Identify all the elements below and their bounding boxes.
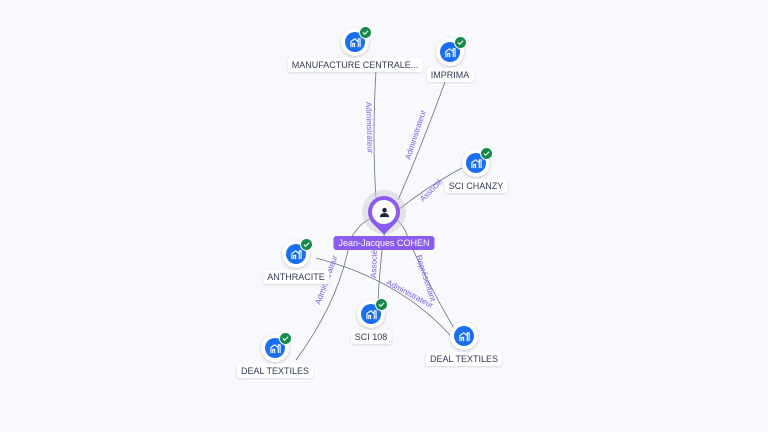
person-icon <box>372 200 396 224</box>
edge-label: Administrateur <box>403 108 428 160</box>
building-icon <box>454 326 474 346</box>
edge-label: Associé <box>369 249 379 278</box>
node-label: IMPRIMA <box>426 68 474 82</box>
person-label: Jean-Jacques COHEN <box>333 236 435 250</box>
node-label: SCI 108 <box>350 330 392 344</box>
node-label: MANUFACTURE CENTRALE... <box>287 58 423 72</box>
node-label: DEAL TEXTILES <box>236 364 314 378</box>
edge-line <box>397 81 446 201</box>
node-label: DEAL TEXTILES <box>425 352 503 366</box>
edge-label: Administrateur <box>364 102 375 154</box>
verified-check-icon <box>279 332 292 345</box>
edge-label: Associé <box>418 177 445 204</box>
node-label: ANTHRACITE <box>263 270 329 284</box>
node-circle <box>450 322 478 350</box>
node-label: SCI CHANZY <box>444 179 508 193</box>
edge-line <box>315 257 451 336</box>
verified-check-icon <box>375 298 388 311</box>
verified-check-icon <box>454 36 467 49</box>
edge-line <box>373 69 377 199</box>
edge-line <box>377 229 386 303</box>
verified-check-icon <box>359 26 372 39</box>
edge-line <box>295 217 373 361</box>
verified-check-icon <box>480 147 493 160</box>
edge-line <box>394 217 456 331</box>
verified-check-icon <box>300 238 313 251</box>
edge-line <box>397 167 463 211</box>
